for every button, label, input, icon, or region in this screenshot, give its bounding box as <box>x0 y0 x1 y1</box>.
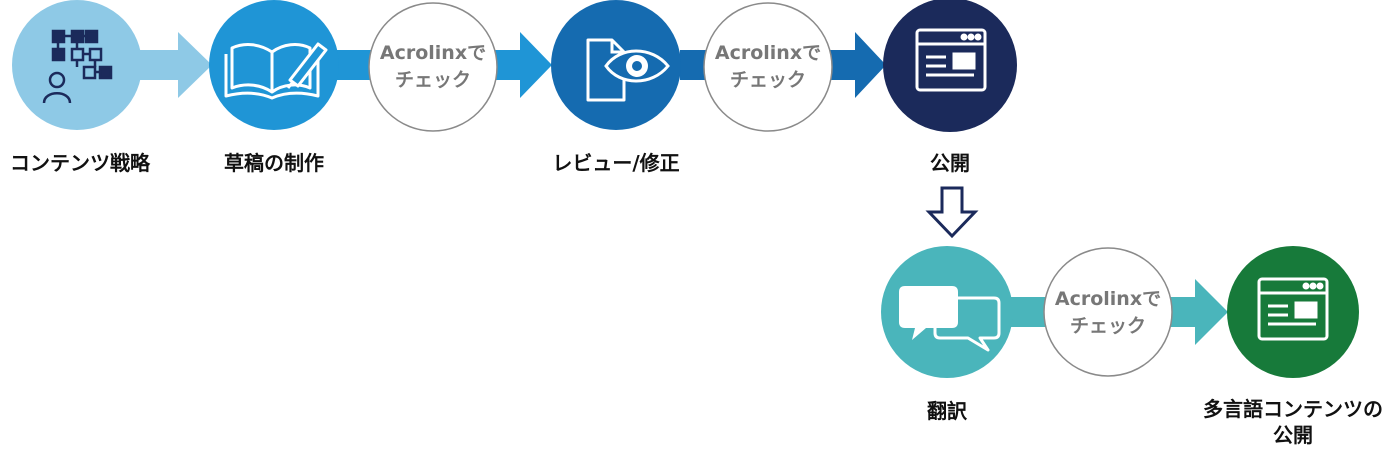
check-text-1: Acrolinxで チェック <box>368 40 498 94</box>
check-circle-1 <box>368 2 498 132</box>
flowchart-person-icon <box>42 29 113 104</box>
check-circle-3 <box>1043 247 1173 377</box>
web-page-icon <box>915 28 987 92</box>
step-multilingual-label-line2: 公開 <box>1273 423 1313 447</box>
check-line1: Acrolinxで <box>1054 288 1162 310</box>
speech-bubbles-icon <box>899 286 1001 352</box>
step-draft-circle <box>209 0 339 130</box>
check-line2: チェック <box>1069 315 1146 337</box>
step-publish-label: 公開 <box>930 151 970 175</box>
step-multilingual-label: 多言語コンテンツの 公開 <box>1190 396 1396 448</box>
check-text-3: Acrolinxで チェック <box>1043 286 1173 340</box>
step-publish-circle <box>883 0 1017 132</box>
step-multilingual-circle <box>1227 246 1359 378</box>
check-line1: Acrolinxで <box>714 42 822 64</box>
book-pen-icon <box>224 42 328 100</box>
web-page-icon-multilingual <box>1257 277 1329 341</box>
step-draft-label: 草稿の制作 <box>224 151 324 175</box>
check-line2: チェック <box>729 69 806 91</box>
check-circle-2 <box>703 2 833 132</box>
step-translate-label: 翻訳 <box>927 399 967 423</box>
document-eye-icon <box>586 38 670 102</box>
step-multilingual-label-line1: 多言語コンテンツの <box>1203 397 1383 421</box>
down-arrow-icon <box>925 186 979 239</box>
connector-check2-publish <box>830 32 886 98</box>
step-strategy-label: コンテンツ戦略 <box>10 151 150 175</box>
connector-strategy-draft <box>140 32 212 98</box>
check-line1: Acrolinxで <box>379 42 487 64</box>
connector-check3-multilingual <box>1170 279 1228 345</box>
connector-check1-review <box>495 32 552 98</box>
check-text-2: Acrolinxで チェック <box>703 40 833 94</box>
check-line2: チェック <box>394 69 471 91</box>
step-review-label: レビュー/修正 <box>552 151 680 175</box>
connector-draft-check1 <box>335 50 373 80</box>
